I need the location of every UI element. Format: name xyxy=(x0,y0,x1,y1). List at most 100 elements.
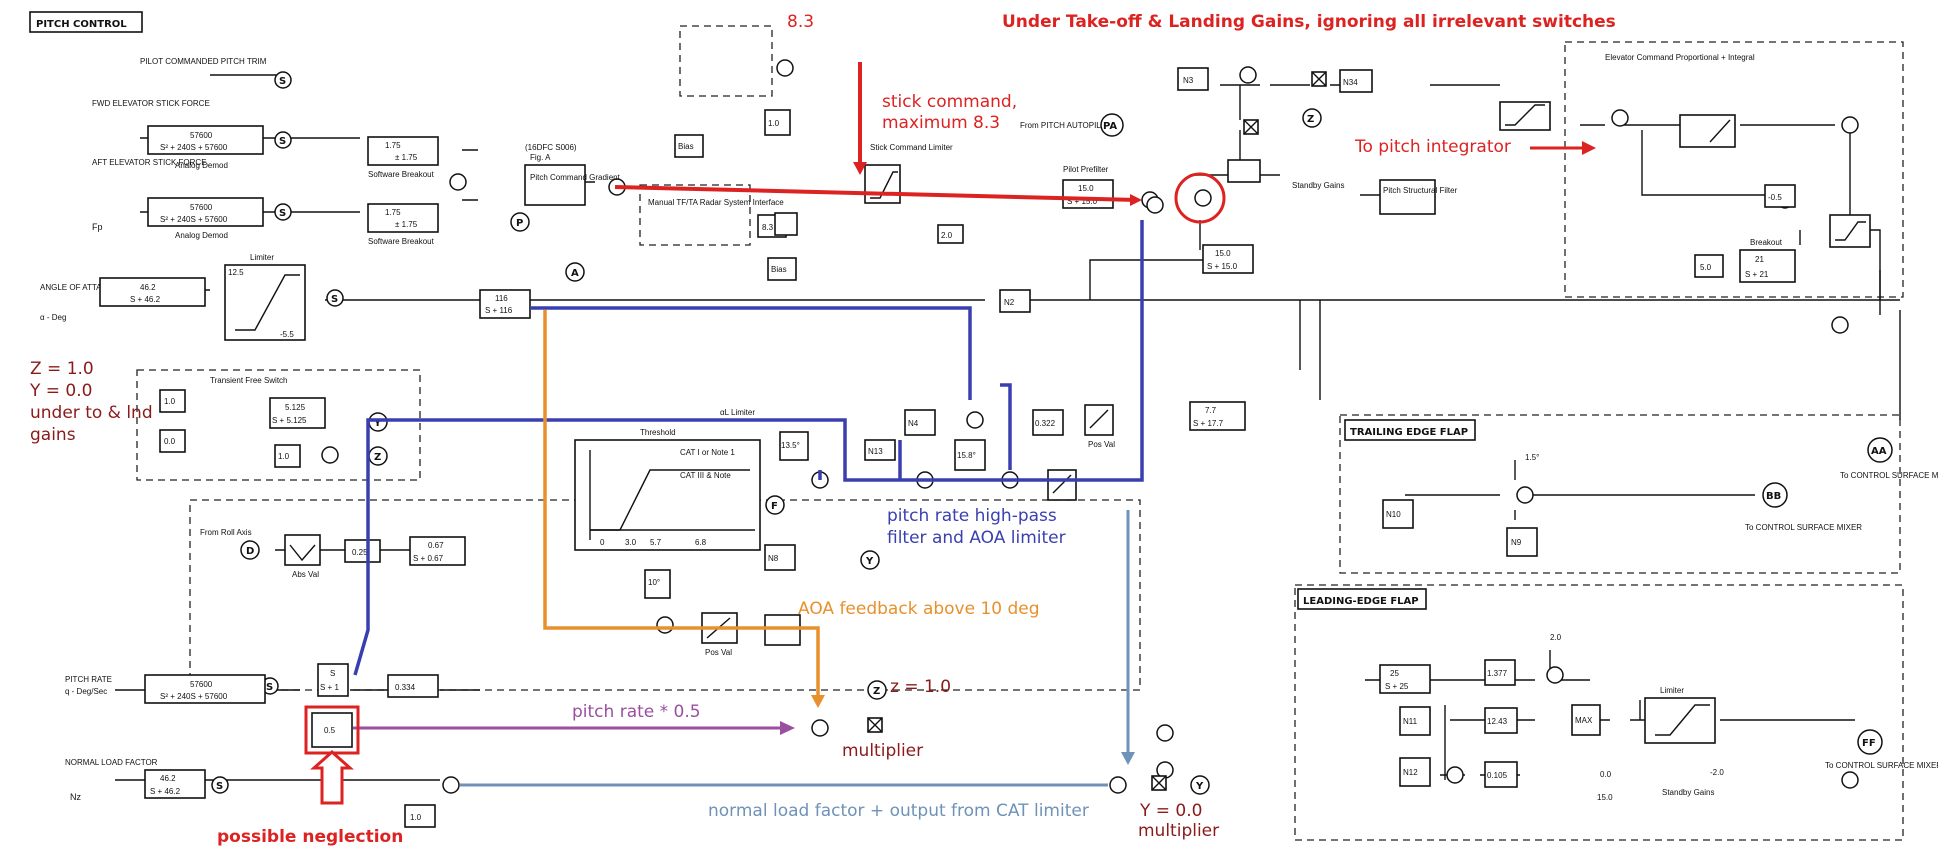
pilot-prefilter-label: Pilot Prefilter xyxy=(1063,165,1109,174)
fig-a-label: Fig. A xyxy=(530,153,551,162)
tf-neg-2: -2.0 xyxy=(1710,768,1724,777)
tf-1-0: 1.0 xyxy=(164,397,176,406)
wire xyxy=(1879,270,1901,420)
nz-label: Nz xyxy=(70,792,81,802)
limiter-curve xyxy=(870,171,898,199)
pitch-structural-label: Pitch Structural Filter xyxy=(1383,186,1458,195)
elev-limiter-block xyxy=(1829,214,1871,248)
transient-free-switch-region xyxy=(136,369,421,481)
trailing-edge-flap-region xyxy=(1339,414,1901,574)
y-label: Y xyxy=(1195,781,1204,792)
breakout-block xyxy=(1739,249,1796,283)
tf-15-8-bias xyxy=(954,439,986,471)
tf-0-105: 0.105 xyxy=(1487,771,1508,780)
sum-junction xyxy=(274,131,292,149)
aoa-feedback-text: AOA feedback above 10 deg xyxy=(798,599,1040,619)
abs-val-block xyxy=(284,534,321,566)
a-connector xyxy=(565,262,585,282)
integrator-block xyxy=(1679,114,1736,148)
tf-1-377: 1.377 xyxy=(1487,669,1508,678)
limiter-block xyxy=(1499,101,1551,131)
tf-num: 57600 xyxy=(190,131,213,140)
sum-junction xyxy=(1446,766,1464,784)
bb-label: BB xyxy=(1766,491,1781,502)
y-eq-text: Y = 0.0 xyxy=(1139,801,1202,821)
tf-12-5: 12.5 xyxy=(228,268,244,277)
tf-num: 116 xyxy=(495,294,508,303)
trailing-edge-flap-heading: TRAILING EDGE FLAP xyxy=(1350,427,1468,438)
tf-15-0: 15.0 xyxy=(1597,793,1613,802)
sum-junction xyxy=(1841,116,1859,134)
wire xyxy=(1430,84,1851,245)
n11-label: N11 xyxy=(1403,717,1418,726)
pilot-cmd-label: PILOT COMMANDED PITCH TRIM xyxy=(140,57,267,66)
transient-free-label: Transient Free Switch xyxy=(210,376,288,385)
p-connector xyxy=(510,212,530,232)
tf-num: 1.75 xyxy=(385,141,401,150)
max-label: MAX xyxy=(1575,716,1593,725)
blue-pitch-rate-hp-path xyxy=(353,220,1144,676)
pitch-control-heading: PITCH CONTROL xyxy=(36,19,127,30)
pitch-rate-label: PITCH RATE xyxy=(65,675,112,684)
multiplier-text-2: multiplier xyxy=(1138,821,1219,841)
pitch-control-box xyxy=(29,11,143,33)
s-label: S xyxy=(279,208,286,219)
tf-num: 46.2 xyxy=(140,283,156,292)
cat-1-label: CAT I or Note 1 xyxy=(680,448,735,457)
red-highlight-circle xyxy=(1174,172,1226,224)
cross xyxy=(1243,119,1259,135)
sum-junction xyxy=(274,203,292,221)
tf-den: S + 21 xyxy=(1745,270,1769,279)
to-csm-label: To CONTROL SURFACE MIXER xyxy=(1840,471,1938,480)
bias-block xyxy=(767,257,797,281)
pitch-rate-hp-text-1: pitch rate high-pass xyxy=(887,506,1057,526)
n2-label: N2 xyxy=(1004,298,1015,307)
sum-junction xyxy=(1841,771,1859,789)
block-0-105 xyxy=(1484,761,1518,788)
a-label: A xyxy=(571,268,579,279)
y-connector xyxy=(1190,775,1210,795)
f-label: F xyxy=(771,501,778,512)
tf-den: ± 1.75 xyxy=(395,153,418,162)
pa-connector xyxy=(1100,113,1124,137)
cross xyxy=(867,717,883,733)
max-block xyxy=(1571,704,1601,736)
orange-arrowhead xyxy=(811,695,825,708)
gain-0-5-block xyxy=(311,712,353,748)
sum-junction xyxy=(442,776,460,794)
s-label: S xyxy=(279,136,286,147)
block-0-25 xyxy=(344,539,381,563)
tf-0-67-block xyxy=(409,536,466,566)
n9-label: N9 xyxy=(1511,538,1522,547)
from-autopilot-label: From PITCH AUTOPILOT xyxy=(1020,121,1112,130)
block-0-334 xyxy=(387,674,439,698)
n8-block xyxy=(764,544,796,571)
tf-den: S + 15.0 xyxy=(1067,197,1098,206)
tf-0-322: 0.322 xyxy=(1035,419,1056,428)
block-0-0 xyxy=(159,429,186,453)
analog-demod-label: Analog Demod xyxy=(175,161,228,170)
threshold-axes xyxy=(589,450,755,540)
sum-junction xyxy=(1109,776,1127,794)
aoa-filter-block xyxy=(99,277,206,307)
ff-label: FF xyxy=(1862,738,1876,749)
pitch-rate-filter-block xyxy=(144,674,266,704)
pos-val-block xyxy=(1084,404,1114,436)
sum-junction xyxy=(1146,196,1164,214)
block-empty xyxy=(764,614,801,646)
tf-0-25: 0.25 xyxy=(352,548,368,557)
sum-junction xyxy=(274,71,292,89)
pos-val-label: Pos Val xyxy=(705,648,732,657)
possible-neglection-text: possible neglection xyxy=(217,827,403,846)
pos-val-curve xyxy=(1052,474,1072,494)
multiplier-text-1: multiplier xyxy=(842,741,923,761)
software-breakout-label: Software Breakout xyxy=(368,170,435,179)
n11-block xyxy=(1399,706,1431,736)
software-breakout-label: Software Breakout xyxy=(368,237,435,246)
sum-junction xyxy=(1194,189,1212,207)
tf-num: 7.7 xyxy=(1205,406,1217,415)
sum-junction xyxy=(1156,724,1174,742)
fwd-stick-filter-block xyxy=(147,125,264,155)
threshold-block xyxy=(574,439,761,551)
